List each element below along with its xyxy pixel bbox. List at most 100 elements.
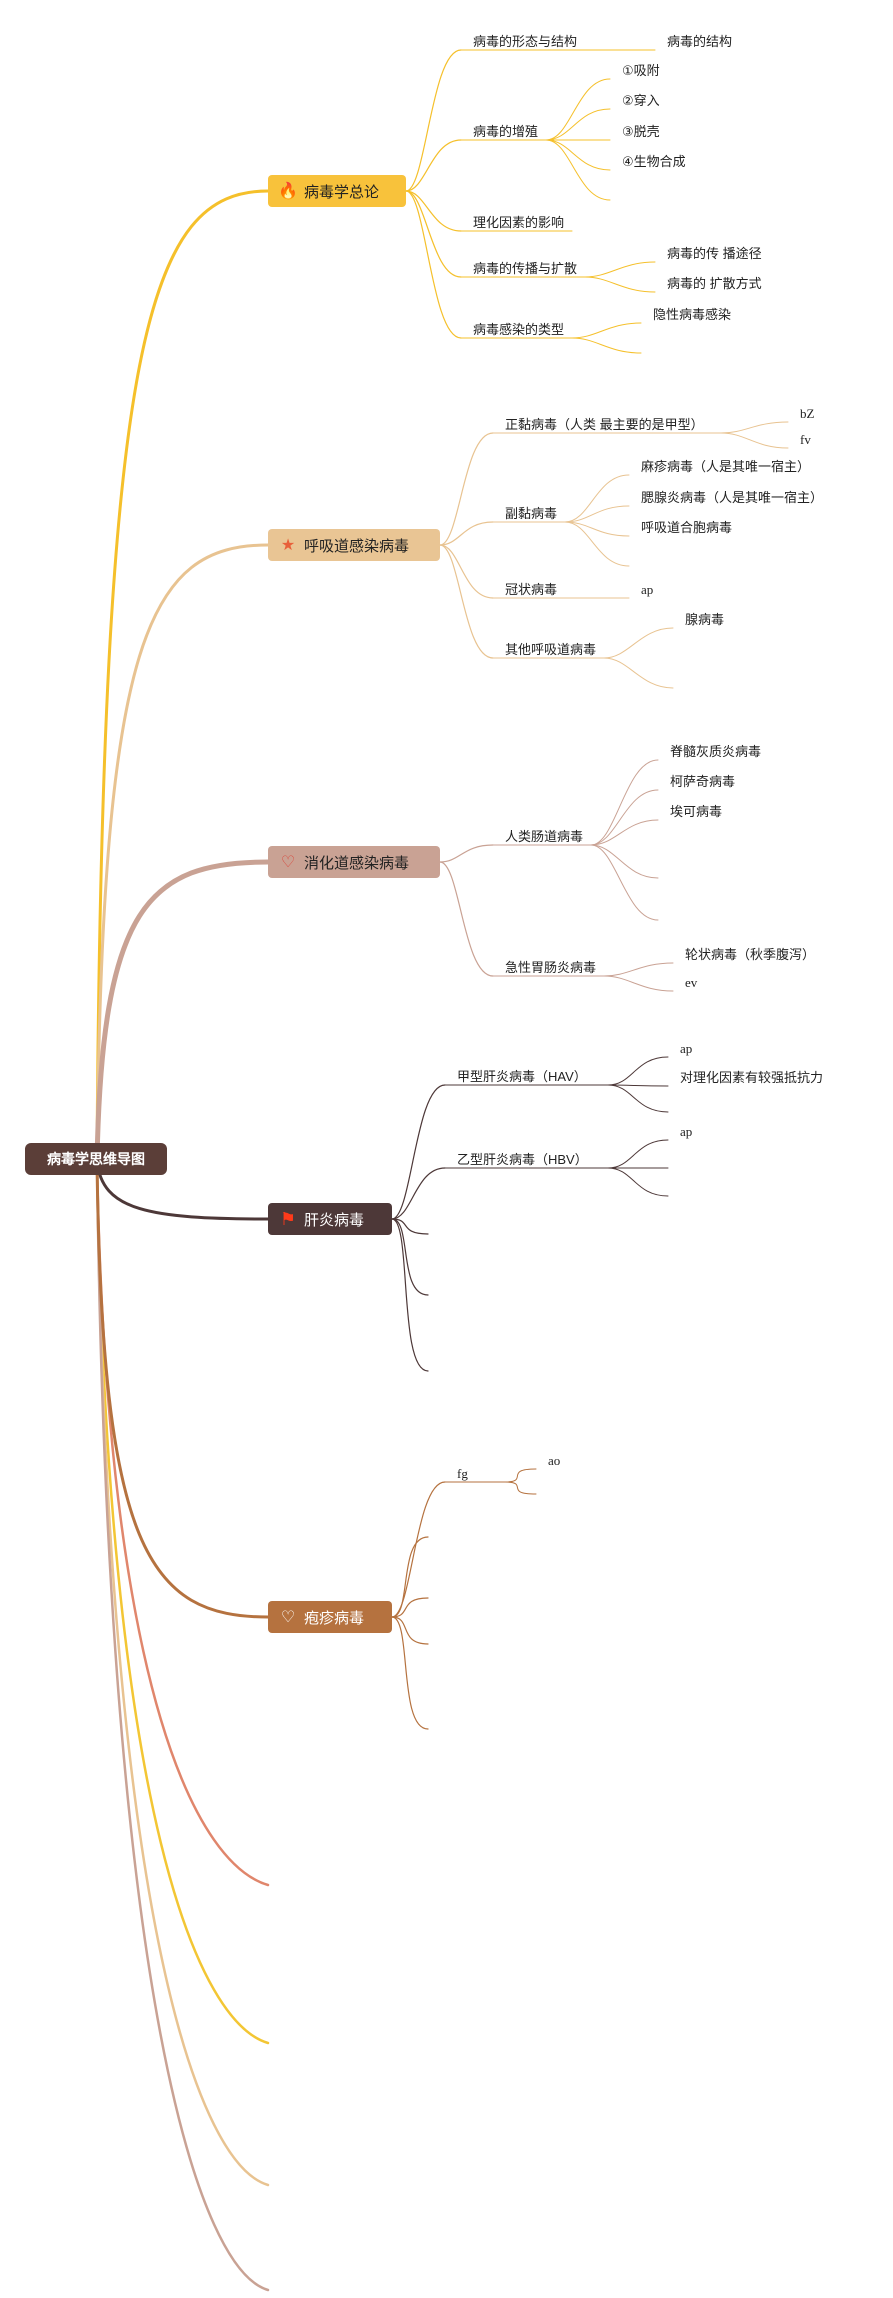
branch-node[interactable]: ★ 呼吸道感染病毒 [268,529,440,561]
child-node[interactable]: 人类肠道病毒 [505,829,584,844]
child-connector [405,190,462,339]
child-node[interactable]: 甲型肝炎病毒（HAV） [457,1069,587,1084]
child-connector [391,1616,429,1730]
child-connector [391,1597,429,1618]
leaf-node[interactable]: ④生物合成 [622,154,686,169]
leaf-node[interactable]: ③脱壳 [622,124,660,139]
branch-label: 呼吸道感染病毒 [304,537,410,555]
leaf-connector [564,521,630,567]
leaf-connector [564,474,630,523]
child-connector [391,1218,429,1235]
trailing-connector [95,1159,270,2045]
leaf-node[interactable]: 麻疹病毒（人是其唯一宿主） [641,459,811,474]
child-node[interactable]: 其他呼吸道病毒 [505,642,597,657]
branch-connector [95,543,270,1163]
branch-node[interactable]: ⚑肝炎病毒 [268,1203,392,1235]
leaf-node[interactable]: ap [641,582,654,597]
branch-node[interactable]: ♡ 疱疹病毒 [268,1601,392,1633]
child-connector [391,1616,429,1645]
leaf-node[interactable]: 病毒的 扩散方式 [667,276,762,291]
branch-node[interactable]: ♡消化道感染病毒 [268,846,440,878]
branch-label: 肝炎病毒 [304,1211,365,1229]
child-node[interactable]: 副黏病毒 [505,506,558,521]
leaf-connector [571,322,642,339]
leaf-node[interactable]: ②穿入 [622,93,660,108]
leaf-node[interactable]: fv [800,432,811,447]
leaf-connector [607,1056,669,1086]
leaf-node[interactable]: ①吸附 [622,63,660,78]
child-connector [391,1481,446,1618]
fire-icon: 🔥 [278,183,298,200]
child-connector [405,139,462,192]
leaf-node[interactable]: 腺病毒 [685,612,725,627]
leaf-connector [545,139,611,171]
leaf-connector [603,975,674,992]
leaf-connector [720,432,789,449]
leaf-node[interactable]: 病毒的传 播途径 [667,246,762,261]
branch-connector [95,1159,270,1619]
leaf-node[interactable]: ev [685,975,698,990]
trailing-connector [95,1159,270,2292]
root-node[interactable]: 病毒学思维导图 [25,1143,167,1175]
child-node[interactable]: 理化因素的影响 [473,215,565,230]
leaf-connector [571,337,642,354]
leaf-node[interactable]: 病毒的结构 [667,34,733,49]
child-node[interactable]: fg [457,1466,468,1481]
leaf-connector [720,421,789,434]
leaf-connector [584,276,656,293]
child-node[interactable]: 病毒的形态与结构 [473,34,578,49]
child-connector [405,49,462,192]
trailing-connector [95,1159,270,1887]
root-label: 病毒学思维导图 [47,1151,145,1167]
branch-connector [95,189,270,1163]
leaf-connector [564,505,630,523]
heart-icon: ♡ [280,1609,296,1626]
leaf-connector [603,627,674,659]
branch-label: 病毒学总论 [304,183,380,201]
leaf-node[interactable]: 埃可病毒 [670,804,723,819]
child-connector [391,1536,429,1618]
leaf-connector [607,1167,669,1197]
child-node[interactable]: 病毒的传播与扩散 [473,261,578,276]
leaf-node[interactable]: bZ [800,406,815,421]
child-connector [391,1084,446,1220]
branch-connector [94,859,271,1164]
leaf-node[interactable]: 柯萨奇病毒 [670,774,736,789]
leaf-node[interactable]: 对理化因素有较强抵抗力 [680,1070,824,1085]
leaf-node[interactable]: 脊髓灰质炎病毒 [670,744,762,759]
leaf-connector [607,1084,669,1113]
star-icon: ★ [280,537,296,554]
leaf-connector [584,261,656,278]
leaf-node[interactable]: ao [548,1453,561,1468]
leaf-node[interactable]: 轮状病毒（秋季腹泻） [685,947,816,962]
leaf-connector [590,844,659,921]
leaf-connector [504,1468,537,1483]
leaf-connector [590,819,659,846]
leaf-connector [504,1481,537,1495]
child-node[interactable]: 病毒的增殖 [473,124,539,139]
leaf-connector [545,139,611,201]
child-connector [405,190,462,232]
leaf-connector [545,78,611,141]
child-node[interactable]: 病毒感染的类型 [473,322,565,337]
leaf-connector [603,657,674,689]
leaf-node[interactable]: ap [680,1041,693,1056]
child-connector [439,844,494,863]
leaf-connector [603,962,674,977]
branch-node[interactable]: 🔥 病毒学总论 [268,175,406,207]
child-node[interactable]: 冠状病毒 [505,582,558,597]
leaf-node[interactable]: 腮腺炎病毒（人是其唯一宿主） [641,490,824,505]
branch-connector [95,1159,270,1221]
leaf-connector [590,789,659,846]
leaf-node[interactable]: 隐性病毒感染 [653,307,732,322]
leaf-node[interactable]: ap [680,1124,693,1139]
branch-label: 疱疹病毒 [304,1609,365,1627]
leaf-connector [590,759,659,846]
child-node[interactable]: 急性胃肠炎病毒 [505,960,597,975]
leaf-connector [607,1139,669,1169]
child-node[interactable]: 乙型肝炎病毒（HBV） [457,1152,588,1167]
child-connector [391,1218,429,1372]
child-node[interactable]: 正黏病毒（人类 最主要的是甲型） [505,417,704,432]
leaf-node[interactable]: 呼吸道合胞病毒 [641,520,733,535]
child-connector [391,1218,429,1296]
